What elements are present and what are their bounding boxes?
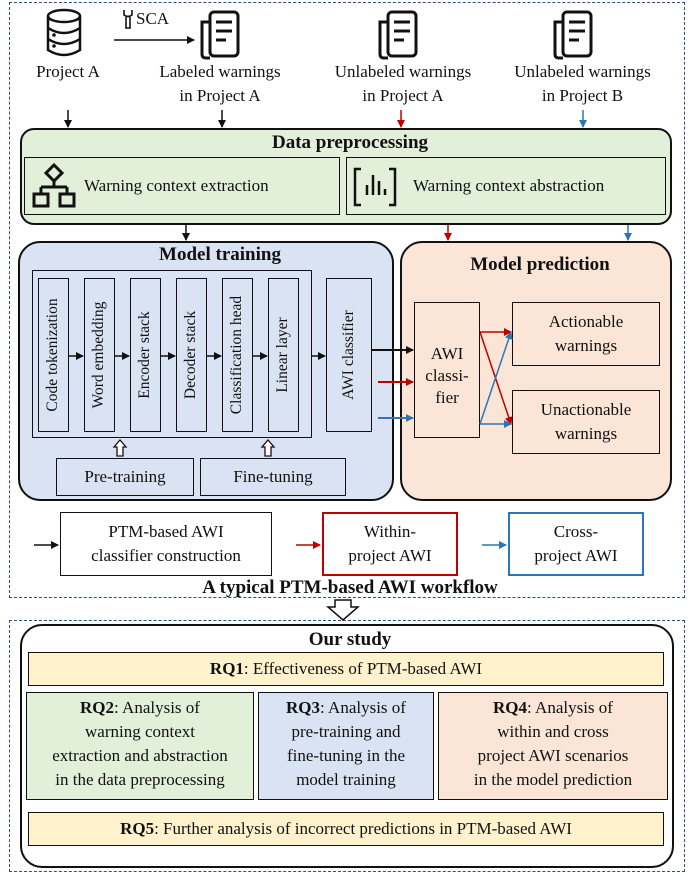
rq2-line1: RQ2: Analysis of	[26, 698, 254, 718]
finetuning-box	[200, 458, 346, 496]
model-training-title: Model training	[159, 244, 281, 265]
rq3-line3: fine-tuning in the	[286, 746, 406, 765]
rq2-label: RQ2	[80, 698, 115, 717]
context-abstraction-box	[346, 157, 666, 215]
pretraining-up-arrow	[112, 439, 128, 457]
rq2-box	[26, 692, 254, 800]
rq2-line2: warning context	[85, 722, 195, 741]
legend-black-line2: classifier construction	[91, 546, 241, 565]
rq5-text: : Further analysis of incorrect predicti…	[154, 819, 572, 838]
workflow-frame	[9, 2, 685, 598]
study-down-arrow	[325, 599, 361, 621]
rq1-box	[28, 652, 664, 686]
rq1-text: : Effectiveness of PTM-based AWI	[243, 659, 483, 678]
legend-red-line1: Within-	[363, 522, 417, 541]
rq4-text-1: : Analysis of	[527, 698, 613, 717]
bar-chart-icon	[353, 167, 397, 207]
legend-red-box	[322, 512, 458, 576]
rq3-label: RQ3	[286, 698, 321, 717]
model-prediction-title: Model prediction	[470, 254, 610, 275]
pretraining-box	[56, 458, 194, 496]
finetuning-label: Fine-tuning	[233, 467, 313, 486]
code-tokenization-layer	[38, 278, 69, 432]
wrench-icon	[123, 10, 133, 29]
legend-blue-box	[508, 512, 644, 576]
rq4-box	[438, 692, 668, 800]
document-icon	[553, 10, 593, 60]
labeled-warnings-line2: in Project A	[179, 86, 261, 105]
legend-red-line2: project AWI	[348, 546, 432, 565]
study-frame	[9, 620, 685, 872]
document-icon	[378, 10, 418, 60]
rq1-row: RQ1: Effectiveness of PTM-based AWI	[28, 659, 664, 679]
data-preprocessing-title: Data preprocessing	[271, 132, 429, 153]
decoder-stack-layer	[176, 278, 207, 432]
unlabeled-b-line1: Unlabeled warnings	[514, 62, 651, 81]
awi-classifier-prediction-box	[414, 302, 480, 438]
rq2-text-1: : Analysis of	[114, 698, 200, 717]
unactionable-line2: warnings	[554, 424, 618, 443]
pretraining-label: Pre-training	[84, 467, 166, 486]
legend-blue-line1: Cross-	[553, 522, 599, 541]
rq3-line4: model training	[296, 770, 396, 789]
classifier-line3: fier	[435, 388, 459, 407]
sca-label: SCA	[136, 9, 170, 28]
legend-black-line1: PTM-based AWI	[108, 522, 224, 541]
unlabeled-a-line2: in Project A	[362, 86, 444, 105]
labeled-warnings-line1: Labeled warnings	[159, 62, 281, 81]
encoder-stack-layer	[130, 278, 161, 432]
context-extraction-label: Warning context extraction	[84, 176, 269, 195]
rq4-line3: project AWI scenarios	[477, 746, 629, 765]
rq4-line1: RQ4: Analysis of	[438, 698, 668, 718]
our-study-title: Our study	[308, 629, 392, 650]
word-embedding-layer	[84, 278, 115, 432]
legend-black-box	[60, 512, 272, 576]
rq3-line1: RQ3: Analysis of	[258, 698, 434, 718]
rq2-line4: in the data preprocessing	[55, 770, 225, 789]
document-icon	[200, 10, 240, 60]
workflow-caption: A typical PTM-based AWI workflow	[202, 577, 498, 598]
legend-blue-line2: project AWI	[534, 546, 618, 565]
hierarchy-icon	[32, 163, 76, 208]
unactionable-line1: Unactionable	[540, 400, 632, 419]
rq5-label: RQ5	[120, 819, 155, 838]
finetuning-up-arrow	[260, 439, 276, 457]
ptm-stack-frame	[32, 270, 312, 438]
rq4-line4: in the model prediction	[473, 770, 633, 789]
project-a-label: Project A	[36, 62, 100, 81]
awi-classifier-training-box	[326, 278, 372, 432]
classification-head-layer	[222, 278, 253, 432]
rq4-line2: within and cross	[497, 722, 609, 741]
actionable-line2: warnings	[554, 336, 618, 355]
unlabeled-b-line2: in Project B	[541, 86, 624, 105]
classifier-line2: classi-	[425, 366, 469, 385]
rq3-line2: pre-training and	[291, 722, 401, 741]
context-abstraction-label: Warning context abstraction	[413, 176, 605, 195]
rq1-label: RQ1	[209, 659, 244, 678]
rq2-line3: extraction and abstraction	[52, 746, 228, 765]
database-icon	[46, 8, 82, 57]
rq5-box	[28, 812, 664, 846]
classifier-line1: AWI	[430, 344, 464, 363]
unlabeled-a-line1: Unlabeled warnings	[334, 62, 472, 81]
rq3-text-1: : Analysis of	[320, 698, 406, 717]
context-extraction-box	[24, 157, 340, 215]
rq4-label: RQ4	[493, 698, 528, 717]
rq3-box	[258, 692, 434, 800]
actionable-line1: Actionable	[548, 312, 624, 331]
linear-layer	[268, 278, 299, 432]
model-prediction-panel	[400, 241, 672, 501]
rq5-row: RQ5: Further analysis of incorrect predi…	[28, 819, 664, 839]
